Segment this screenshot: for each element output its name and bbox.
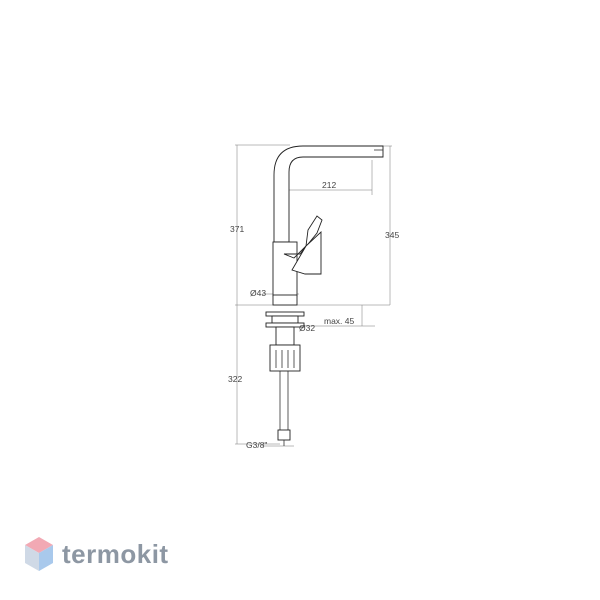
- dim-below-deck-length: 322: [228, 374, 242, 384]
- dim-connection: G3/8": [246, 440, 267, 450]
- dim-spout-reach: 212: [322, 180, 336, 190]
- dim-spout-height: 345: [385, 230, 399, 240]
- dimension-lines: [236, 145, 391, 447]
- dim-overall-height: 371: [230, 224, 244, 234]
- supply-hose: [277, 371, 291, 446]
- mounting-hardware: [265, 311, 305, 372]
- brand-logo: termokit: [24, 536, 169, 572]
- dim-base-diameter: Ø43: [250, 288, 266, 298]
- hexagon-logo-icon: [25, 537, 53, 571]
- dimension-labels: 371 212 345 Ø43 max. 45 Ø32 322 G3/8": [228, 180, 399, 450]
- dim-deck-thickness: max. 45: [324, 316, 355, 326]
- brand-name: termokit: [62, 538, 169, 569]
- dim-hole-diameter: Ø32: [299, 323, 315, 333]
- faucet-body: [272, 215, 323, 306]
- faucet-spout: [273, 145, 384, 243]
